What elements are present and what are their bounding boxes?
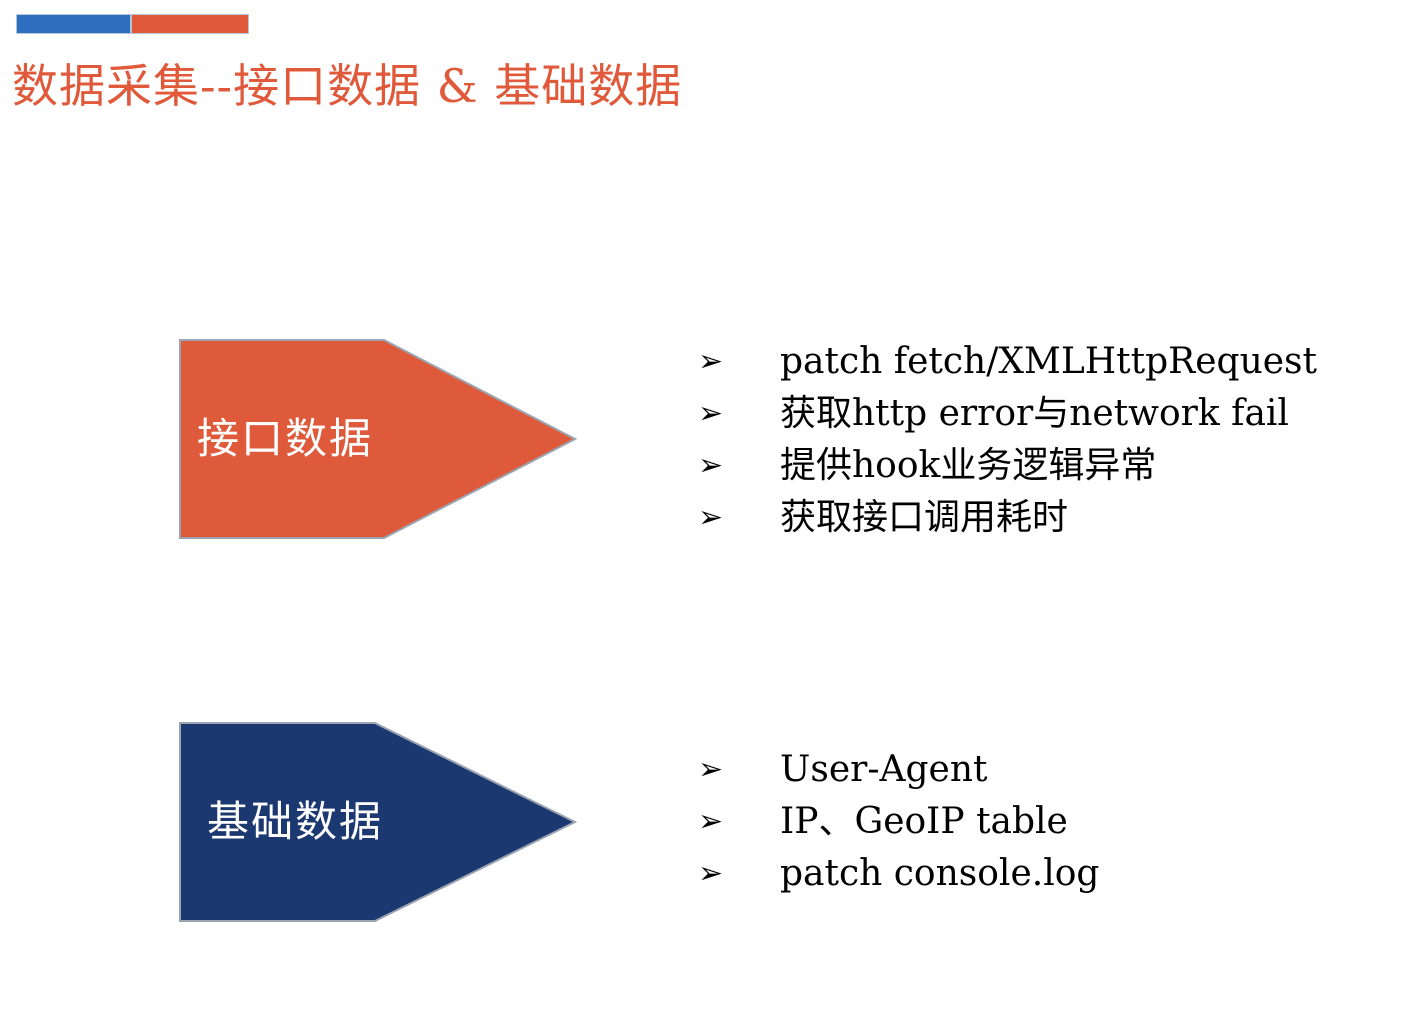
api-data-label: 接口数据: [197, 414, 374, 463]
base-data-label: 基础数据: [207, 797, 384, 846]
slide-title: 数据采集--接口数据 & 基础数据: [12, 59, 683, 113]
arrowhead-bullet-icon: ➢: [698, 804, 724, 839]
arrowhead-bullet-icon: ➢: [698, 396, 724, 431]
bullet-text: patch console.log: [780, 853, 1100, 894]
bullet-text: IP、GeoIP table: [780, 801, 1068, 842]
arrowhead-bullet-icon: ➢: [698, 344, 724, 379]
bullet-text: 获取接口调用耗时: [780, 497, 1069, 538]
accent-bar-blue: [16, 14, 131, 34]
pentagon-arrow-icon: [179, 722, 577, 922]
accent-bar-orange: [131, 14, 249, 34]
base-data-arrow-shape: 基础数据: [179, 722, 577, 922]
pentagon-arrow-icon: [179, 339, 577, 539]
bullet-text: 提供hook业务逻辑异常: [780, 445, 1157, 486]
api-data-arrow-shape: 接口数据: [179, 339, 577, 539]
arrowhead-bullet-icon: ➢: [698, 752, 724, 787]
bullet-text: 获取http error与network fail: [780, 393, 1289, 434]
arrowhead-bullet-icon: ➢: [698, 856, 724, 891]
bullet-text: User-Agent: [780, 749, 988, 790]
bullet-text: patch fetch/XMLHttpRequest: [780, 341, 1317, 382]
arrowhead-bullet-icon: ➢: [698, 500, 724, 535]
arrowhead-bullet-icon: ➢: [698, 448, 724, 483]
